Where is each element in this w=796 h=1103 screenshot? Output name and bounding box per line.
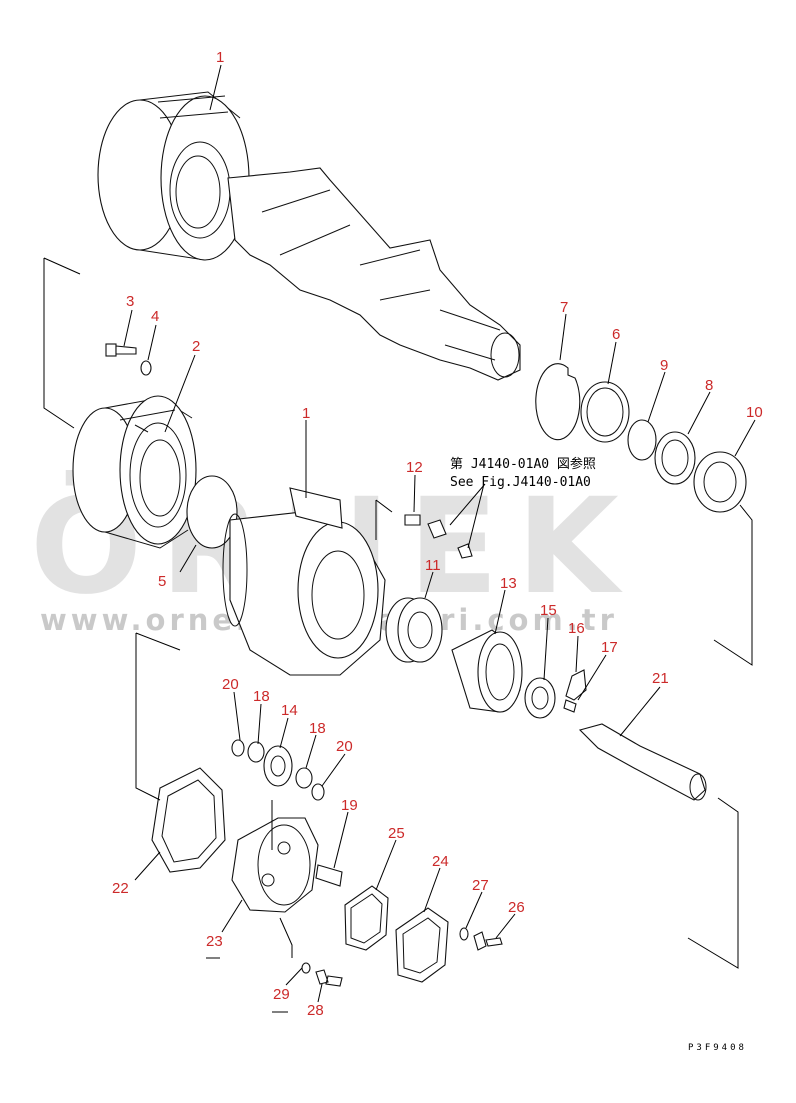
- frame-line-lower-right: [687, 797, 739, 969]
- label-part-14: 14: [281, 702, 298, 719]
- part-18-bearing-left: [247, 741, 265, 763]
- label-part-28: 28: [307, 1002, 324, 1019]
- part-7-snap-ring: [535, 363, 581, 441]
- part-19-pin: [315, 864, 343, 887]
- part-11-bearing: [385, 597, 443, 663]
- label-part-11: 11: [425, 557, 441, 574]
- label-part-8: 8: [705, 377, 713, 394]
- label-part-20-right: 20: [336, 738, 353, 755]
- label-part-19: 19: [341, 797, 358, 814]
- part-25-gasket: [344, 885, 389, 951]
- part-4-washer: [140, 360, 152, 376]
- label-part-20-left: 20: [222, 676, 239, 693]
- label-part-18-right: 18: [309, 720, 326, 737]
- label-part-9: 9: [660, 357, 668, 374]
- part-29-washer: [301, 962, 311, 974]
- leader-lines: [123, 64, 756, 1003]
- label-part-18-left: 18: [253, 688, 270, 705]
- frame-line-upper-left: [43, 257, 81, 429]
- label-part-13: 13: [500, 575, 517, 592]
- part-10-bearing: [693, 451, 747, 513]
- reference-note-english: See Fig.J4140-01A0: [450, 475, 591, 490]
- part-1-housing: [222, 487, 386, 676]
- part-8-seal: [654, 431, 696, 485]
- part-3-bolt: [105, 343, 137, 357]
- reference-note-japanese: 第 J4140-01A0 図参照: [450, 456, 596, 472]
- part-number-labels: 1 2 3 4 5 1 6 7 8 9 10 11 12 13 14 15 16…: [112, 49, 763, 1019]
- label-part-12: 12: [406, 459, 423, 476]
- label-part-16: 16: [568, 620, 585, 637]
- part-13-ring-gear: [451, 629, 523, 713]
- part-28-bolt: [315, 969, 343, 987]
- label-part-4: 4: [151, 308, 159, 325]
- part-20-washer-left: [231, 739, 245, 757]
- figure-code: P3F9408: [688, 1043, 747, 1053]
- label-part-2: 2: [192, 338, 200, 355]
- label-part-29: 29: [273, 986, 290, 1003]
- label-part-21: 21: [652, 670, 669, 687]
- label-part-6: 6: [612, 326, 620, 343]
- label-part-17: 17: [601, 639, 618, 656]
- part-2-drum-housing: [72, 395, 197, 549]
- label-part-24: 24: [432, 853, 449, 870]
- part-20-washer-right: [311, 783, 325, 801]
- frame-line-mid: [375, 499, 393, 540]
- part-15-nut: [524, 677, 556, 719]
- part-16-lock-plate: [565, 669, 587, 701]
- part-17-bolt: [563, 699, 577, 713]
- axle-housing-assembly: [97, 91, 521, 381]
- label-part-10: 10: [746, 404, 763, 421]
- part-14-planet-gear: [263, 745, 293, 787]
- label-part-1-mid: 1: [302, 405, 310, 422]
- frame-tick-left-bottom: [206, 957, 288, 1013]
- frame-line-carrier: [271, 800, 293, 958]
- part-6-ring: [580, 381, 630, 443]
- part-22-gasket: [151, 767, 226, 873]
- part-21-shaft: [578, 723, 707, 801]
- part-9-shim: [627, 419, 657, 461]
- label-part-22: 22: [112, 880, 129, 897]
- frame-line-lower-left: [135, 632, 181, 801]
- label-part-27: 27: [472, 877, 489, 894]
- label-part-7: 7: [560, 299, 568, 316]
- label-part-3: 3: [126, 293, 134, 310]
- part-12-plug: [404, 514, 473, 559]
- part-18-bearing-right: [295, 767, 313, 789]
- label-part-15: 15: [540, 602, 557, 619]
- label-part-23: 23: [206, 933, 223, 950]
- part-23-carrier: [231, 817, 319, 913]
- label-part-25: 25: [388, 825, 405, 842]
- part-27-washer: [459, 927, 469, 941]
- part-26-bolt: [473, 931, 503, 951]
- label-part-26: 26: [508, 899, 525, 916]
- part-5-o-ring: [186, 475, 238, 549]
- part-24-cover: [395, 907, 449, 983]
- label-part-1-top: 1: [216, 49, 224, 66]
- frame-line-right: [713, 504, 753, 666]
- label-part-5: 5: [158, 573, 166, 590]
